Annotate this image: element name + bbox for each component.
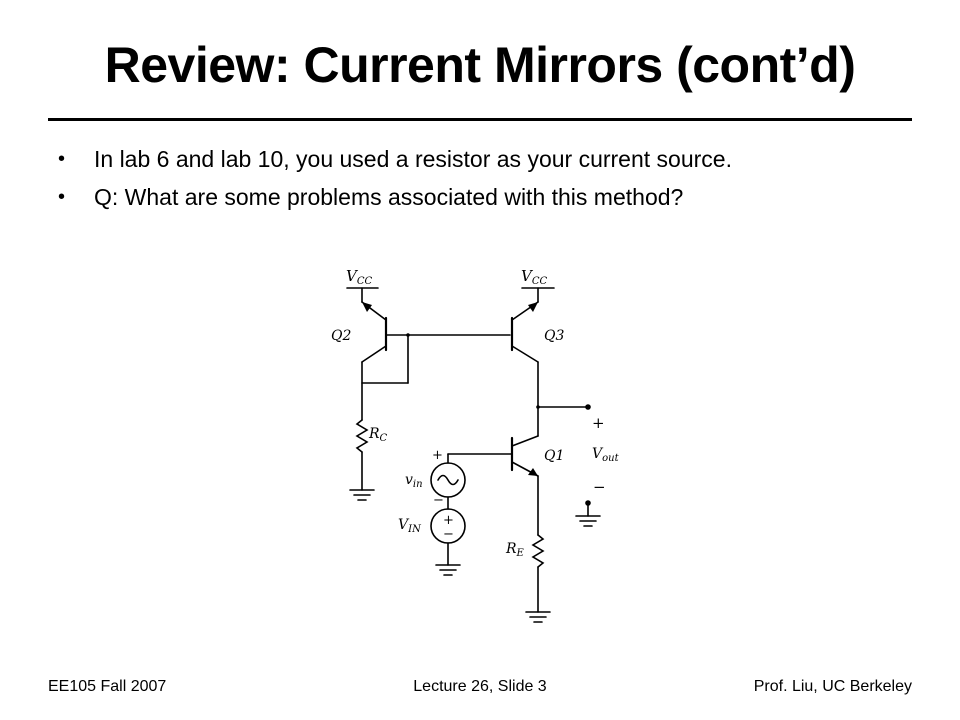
q1-label: Q1 — [544, 448, 564, 464]
bullet-icon: • — [58, 186, 66, 208]
rc-resistor — [355, 419, 369, 453]
q3-collector — [511, 345, 539, 363]
q3-emitter-arrow — [528, 302, 538, 312]
bullet-list: • In lab 6 and lab 10, you used a resist… — [58, 140, 918, 216]
vout-plus: + — [592, 414, 605, 432]
title-underline — [48, 118, 912, 121]
ground-terminal — [585, 500, 591, 506]
q3-label: Q3 — [544, 328, 564, 344]
q2-label: Q2 — [331, 328, 351, 344]
vcc-right-label: VCC — [521, 267, 547, 287]
vin-plus: + — [432, 448, 443, 463]
footer-course: EE105 Fall 2007 — [48, 678, 167, 695]
bullet-text: In lab 6 and lab 10, you used a resistor… — [94, 146, 732, 172]
re-resistor — [531, 534, 545, 568]
vout-label: Vout — [592, 446, 620, 464]
vIN-plus: + — [443, 513, 454, 528]
vIN-label: VIN — [398, 517, 422, 535]
bullet-text: Q: What are some problems associated wit… — [94, 184, 684, 210]
vin-label: vin — [405, 472, 423, 490]
bullet-item: • In lab 6 and lab 10, you used a resist… — [58, 140, 918, 178]
vout-minus: − — [593, 478, 606, 496]
footer-author: Prof. Liu, UC Berkeley — [753, 678, 912, 695]
q1-emitter-arrow — [528, 468, 538, 476]
q1-collector — [511, 435, 539, 447]
rc-label: RC — [368, 426, 388, 444]
slide-title: Review: Current Mirrors (cont’d) — [104, 37, 856, 93]
q2-collector — [361, 345, 387, 363]
vcc-left-label: VCC — [346, 267, 372, 287]
vout-terminal — [585, 404, 591, 410]
footer-slide-number: Lecture 26, Slide 3 — [413, 678, 547, 695]
q2-emitter-arrow — [362, 302, 372, 312]
bullet-icon: • — [58, 148, 66, 170]
bullet-item: • Q: What are some problems associated w… — [58, 178, 918, 216]
vIN-minus: − — [443, 527, 454, 542]
vin-sine — [437, 474, 459, 486]
circuit-diagram: VCC VCC Q2 Q3 Q1 RC RE vin VIN Vout + − … — [331, 267, 620, 623]
vin-minus: − — [433, 493, 444, 508]
re-label: RE — [505, 541, 525, 559]
